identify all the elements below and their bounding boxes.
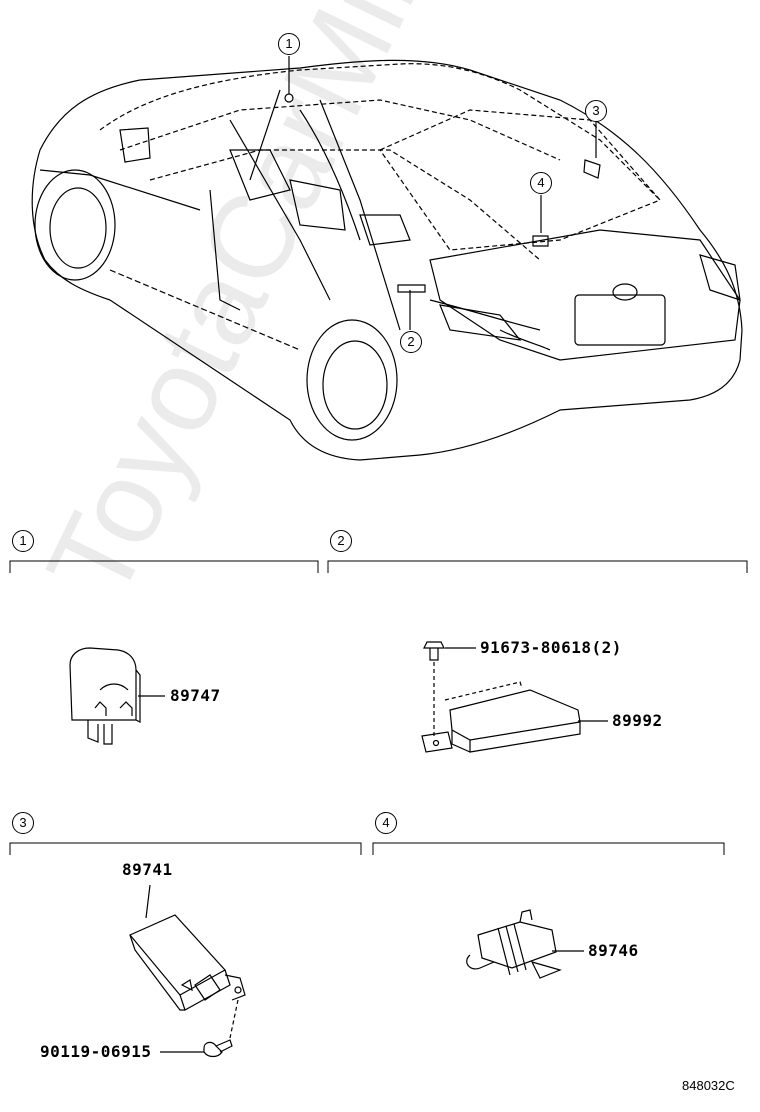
callout-3: 3	[585, 100, 607, 122]
callout-2: 2	[400, 331, 422, 353]
section-3-number: 3	[12, 812, 34, 834]
section-2-number: 2	[330, 530, 352, 552]
part-number-90119-06915[interactable]: 90119-06915	[40, 1042, 152, 1061]
callout-1: 1	[278, 33, 300, 55]
section-4-number: 4	[375, 812, 397, 834]
diagram-code: 848032C	[682, 1078, 735, 1093]
callout-4: 4	[530, 172, 552, 194]
part-number-89747[interactable]: 89747	[170, 686, 221, 705]
part-number-89992[interactable]: 89992	[612, 711, 663, 730]
section-1-number: 1	[12, 530, 34, 552]
part-number-89741[interactable]: 89741	[122, 860, 173, 879]
part-number-91673-80618[interactable]: 91673-80618(2)	[480, 638, 622, 657]
car-overview-illustration	[31, 56, 743, 461]
part-number-89746[interactable]: 89746	[588, 941, 639, 960]
